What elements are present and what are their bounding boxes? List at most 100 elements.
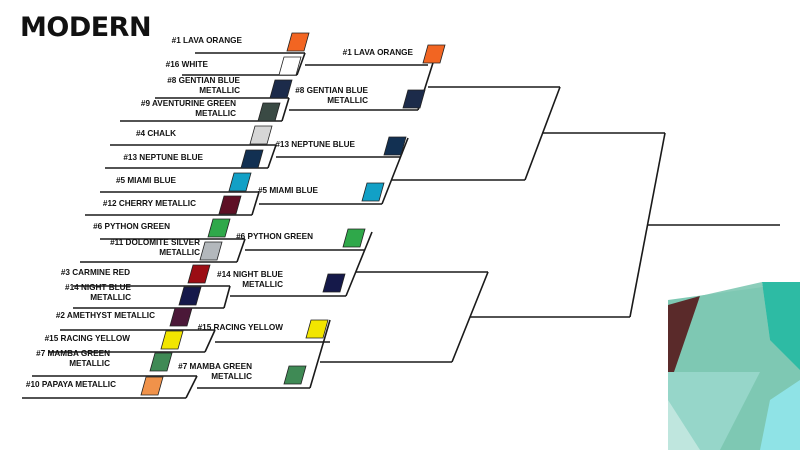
round2-entry-swatch (305, 319, 329, 339)
round1-entry: #15 RACING YELLOW (45, 330, 184, 350)
round1-entry-swatch (169, 307, 193, 327)
round2-connector (381, 137, 409, 205)
round2-entry: #5 MIAMI BLUE (258, 182, 385, 202)
round1-entry-label-line: #7 MAMBA GREEN (36, 349, 110, 358)
pair-connector (267, 144, 277, 169)
round1-entry: #4 CHALK (136, 125, 273, 145)
round2-entry-label-line: #5 MIAMI BLUE (258, 186, 319, 195)
round1-entry-label-line: METALLIC (69, 359, 110, 368)
round1-entry-label-line: METALLIC (90, 293, 131, 302)
round2-entry: #13 NEPTUNE BLUE (275, 136, 407, 156)
round1-entry-label: #12 CHERRY METALLIC (103, 199, 196, 208)
round1-entry-swatch (149, 352, 173, 372)
round1-entry: #10 PAPAYA METALLIC (26, 376, 164, 396)
round1-entry-swatch (257, 102, 281, 122)
round2-connector (309, 319, 331, 389)
round1-entry-label-line: METALLIC (159, 248, 200, 257)
round1-entry-swatch (269, 79, 293, 99)
round1-entry-swatch (207, 218, 231, 238)
round1-entry-label-line: #13 NEPTUNE BLUE (123, 153, 203, 162)
round1-entry: #1 LAVA ORANGE (172, 32, 310, 52)
round2-entry-swatch (322, 273, 346, 293)
round2-entry-label: #13 NEPTUNE BLUE (275, 140, 355, 149)
round1-entry-swatch (187, 264, 211, 284)
round2-entry-label-line: #13 NEPTUNE BLUE (275, 140, 355, 149)
round1-entry-swatch (249, 125, 273, 145)
pair-connector (223, 285, 231, 309)
round2-entry-swatch (422, 44, 446, 64)
round2-entry: #6 PYTHON GREEN (236, 228, 366, 248)
round1-entry: #5 MIAMI BLUE (116, 172, 252, 192)
round1-entry-label: #15 RACING YELLOW (45, 334, 131, 343)
round2-connector (345, 231, 373, 297)
round2-entry-label-line: #7 MAMBA GREEN (178, 362, 252, 371)
round1-entry-swatch (240, 149, 264, 169)
round1-entry-label: #5 MIAMI BLUE (116, 176, 177, 185)
decor-shapes (668, 282, 800, 450)
round1-entry-label-line: METALLIC (199, 86, 240, 95)
round1-entry-swatch (218, 195, 242, 215)
round1-entry-label: #1 LAVA ORANGE (172, 36, 243, 45)
round1-entry-label-line: #6 PYTHON GREEN (93, 222, 170, 231)
round2-entry: #15 RACING YELLOW (198, 319, 329, 339)
bracket-lines (22, 46, 780, 399)
round1-entry-label-line: METALLIC (195, 109, 236, 118)
round1-entry-swatch (278, 56, 302, 76)
pair-connector (185, 375, 198, 399)
round2-entry-label-line: #1 LAVA ORANGE (343, 48, 414, 57)
round2-entry-label: #15 RACING YELLOW (198, 323, 284, 332)
round1-entry-swatch (199, 241, 223, 261)
round1-entry-label: #16 WHITE (166, 60, 209, 69)
round2-entry-swatch (361, 182, 385, 202)
round1-entry-swatch (178, 286, 202, 306)
round1-entry-label-line: #3 CARMINE RED (61, 268, 130, 277)
round1-entry-label: #4 CHALK (136, 129, 176, 138)
round1-entry-label: #10 PAPAYA METALLIC (26, 380, 116, 389)
round2-entry-label-line: METALLIC (242, 280, 283, 289)
round1-entry-label: #6 PYTHON GREEN (93, 222, 170, 231)
pair-connector (251, 191, 260, 216)
round1-entry-label-line: #1 LAVA ORANGE (172, 36, 243, 45)
round1-entry-label-line: #11 DOLOMITE SILVER (110, 238, 200, 247)
round1-entry-label-line: #9 AVENTURINE GREEN (141, 99, 236, 108)
round2-entry: #1 LAVA ORANGE (343, 44, 446, 64)
round1-entry-swatch (160, 330, 184, 350)
round2-entry-swatch (342, 228, 366, 248)
round1-entry-label-line: #4 CHALK (136, 129, 176, 138)
decor-shape (668, 372, 760, 450)
round1-entry-label-line: #14 NIGHT BLUE (65, 283, 132, 292)
round1-entry-label: #13 NEPTUNE BLUE (123, 153, 203, 162)
round1-entry: #13 NEPTUNE BLUE (123, 149, 264, 169)
round1-entry-swatch (286, 32, 310, 52)
decor-shape (690, 282, 770, 372)
round1-entry-label: #3 CARMINE RED (61, 268, 130, 277)
decor-shape (668, 296, 700, 372)
round1-entry: #16 WHITE (166, 56, 302, 76)
round1-entry-label-line: #16 WHITE (166, 60, 209, 69)
round2-entry-label: #5 MIAMI BLUE (258, 186, 319, 195)
round1-entry-label-line: #12 CHERRY METALLIC (103, 199, 196, 208)
round1-entry: #12 CHERRY METALLIC (103, 195, 242, 215)
round1-entry-label-line: #15 RACING YELLOW (45, 334, 131, 343)
round1-entry-label-line: #8 GENTIAN BLUE (167, 76, 240, 85)
round2-entry-label-line: METALLIC (211, 372, 252, 381)
round1-entry-label-line: #2 AMETHYST METALLIC (56, 311, 155, 320)
decor-shape (762, 282, 800, 370)
round1-entry-label: #2 AMETHYST METALLIC (56, 311, 155, 320)
round1-entry: #3 CARMINE RED (61, 264, 211, 284)
